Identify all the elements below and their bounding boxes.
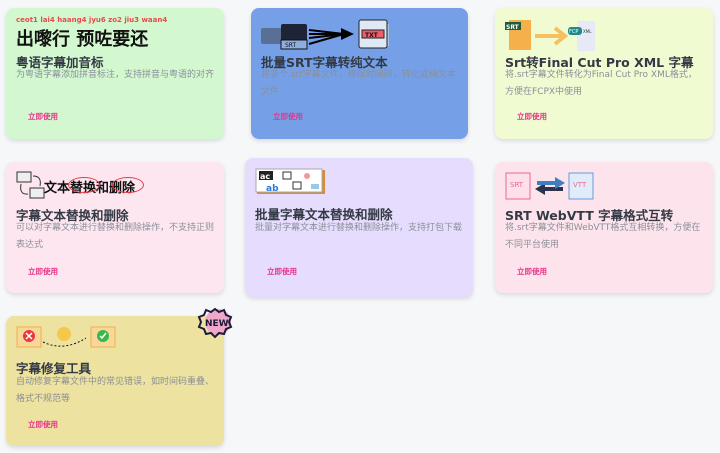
vtt-label: VTT	[573, 181, 587, 189]
card-description: 为粤语字幕添加拼音标注，支持拼音与粤语的对齐	[16, 70, 215, 80]
card-title: 字幕文本替换和删除	[16, 208, 129, 223]
tool-card-batch-srt-to-text[interactable]: SRT TXT 批量SRT字幕转纯文本 将多个.srt字幕文件，移除时间码，转化…	[251, 8, 468, 139]
card-description: 将.srt字幕文件和WebVTT格式互相转换，方便在不同平台使用	[505, 223, 701, 250]
card-description: 批量对字幕文本进行替换和删除操作，支持打包下载	[255, 223, 463, 233]
card-title: 字幕修复工具	[16, 361, 92, 376]
new-badge-icon: NEW	[197, 307, 233, 339]
card-title: 批量字幕文本替换和删除	[255, 207, 393, 222]
srt-label: SRT	[285, 42, 297, 49]
banner-romanization: ceot1 lai4 haang4 jyu6 zo2 jiu3 waan4	[16, 16, 168, 24]
srt-label: SRT	[510, 181, 524, 189]
tool-card-cantonese-jyutping[interactable]: ceot1 lai4 haang4 jyu6 zo2 jiu3 waan4 出嚟…	[6, 8, 224, 139]
repair-workflow-icon	[16, 326, 116, 348]
tool-card-subtitle-repair[interactable]: 字幕修复工具 自动修复字幕文件中的常见错误，如时间码重叠、格式不规范等 立即使用	[6, 316, 224, 446]
srt-to-fcp-icon: SRT FCP XML	[505, 20, 595, 51]
fcp-label: FCP	[569, 29, 578, 35]
use-now-button[interactable]: 立即使用	[517, 112, 547, 121]
card-description: 可以对字幕文本进行替换和删除操作，不支持正则表达式	[16, 223, 215, 250]
use-now-button[interactable]: 立即使用	[28, 267, 58, 276]
card-description: 将.srt字幕文件转化为Final Cut Pro XML格式，方便在FCPX中…	[505, 70, 697, 97]
new-badge-text: NEW	[205, 319, 229, 329]
ac-label: ac	[260, 172, 270, 181]
highlight-circle-icon	[112, 177, 144, 193]
tool-card-text-replace[interactable]: 文本替换和删除 字幕文本替换和删除 可以对字幕文本进行替换和删除操作，不支持正则…	[6, 162, 224, 293]
use-now-button[interactable]: 立即使用	[267, 267, 297, 276]
use-now-button[interactable]: 立即使用	[28, 420, 58, 429]
txt-label: TXT	[365, 32, 379, 39]
text-replace-notebook-icon: ac ab	[255, 168, 325, 194]
tool-card-batch-text-replace[interactable]: ac ab 批量字幕文本替换和删除 批量对字幕文本进行替换和删除操作，支持打包下…	[245, 158, 473, 297]
card-title: Srt转Final Cut Pro XML 字幕	[505, 55, 694, 70]
card-title: 批量SRT字幕转纯文本	[261, 55, 388, 70]
swap-documents-icon	[16, 171, 45, 199]
tool-card-srt-webvtt[interactable]: SRT VTT SRT WebVTT 字幕格式互转 将.srt字幕文件和WebV…	[495, 162, 713, 293]
card-title: 粤语字幕加音标	[16, 55, 104, 70]
srt-to-txt-icon: SRT TXT	[261, 19, 389, 50]
card-title: SRT WebVTT 字幕格式互转	[505, 208, 674, 223]
srt-vtt-convert-icon: SRT VTT	[505, 172, 594, 200]
banner-text: 出嚟行 预咗要还	[16, 29, 149, 50]
ab-label: ab	[266, 184, 279, 194]
card-description: 自动修复字幕文件中的常见错误，如时间码重叠、格式不规范等	[16, 377, 215, 404]
use-now-button[interactable]: 立即使用	[517, 267, 547, 276]
use-now-button[interactable]: 立即使用	[273, 112, 303, 121]
highlight-circle-icon	[68, 177, 100, 193]
xml-label: XML	[583, 29, 592, 34]
srt-label: SRT	[506, 24, 520, 31]
use-now-button[interactable]: 立即使用	[28, 112, 58, 121]
card-description: 将多个.srt字幕文件，移除时间码，转化成纯文本文件	[261, 70, 456, 97]
tool-card-srt-to-fcpxml[interactable]: SRT FCP XML Srt转Final Cut Pro XML 字幕 将.s…	[495, 8, 713, 139]
